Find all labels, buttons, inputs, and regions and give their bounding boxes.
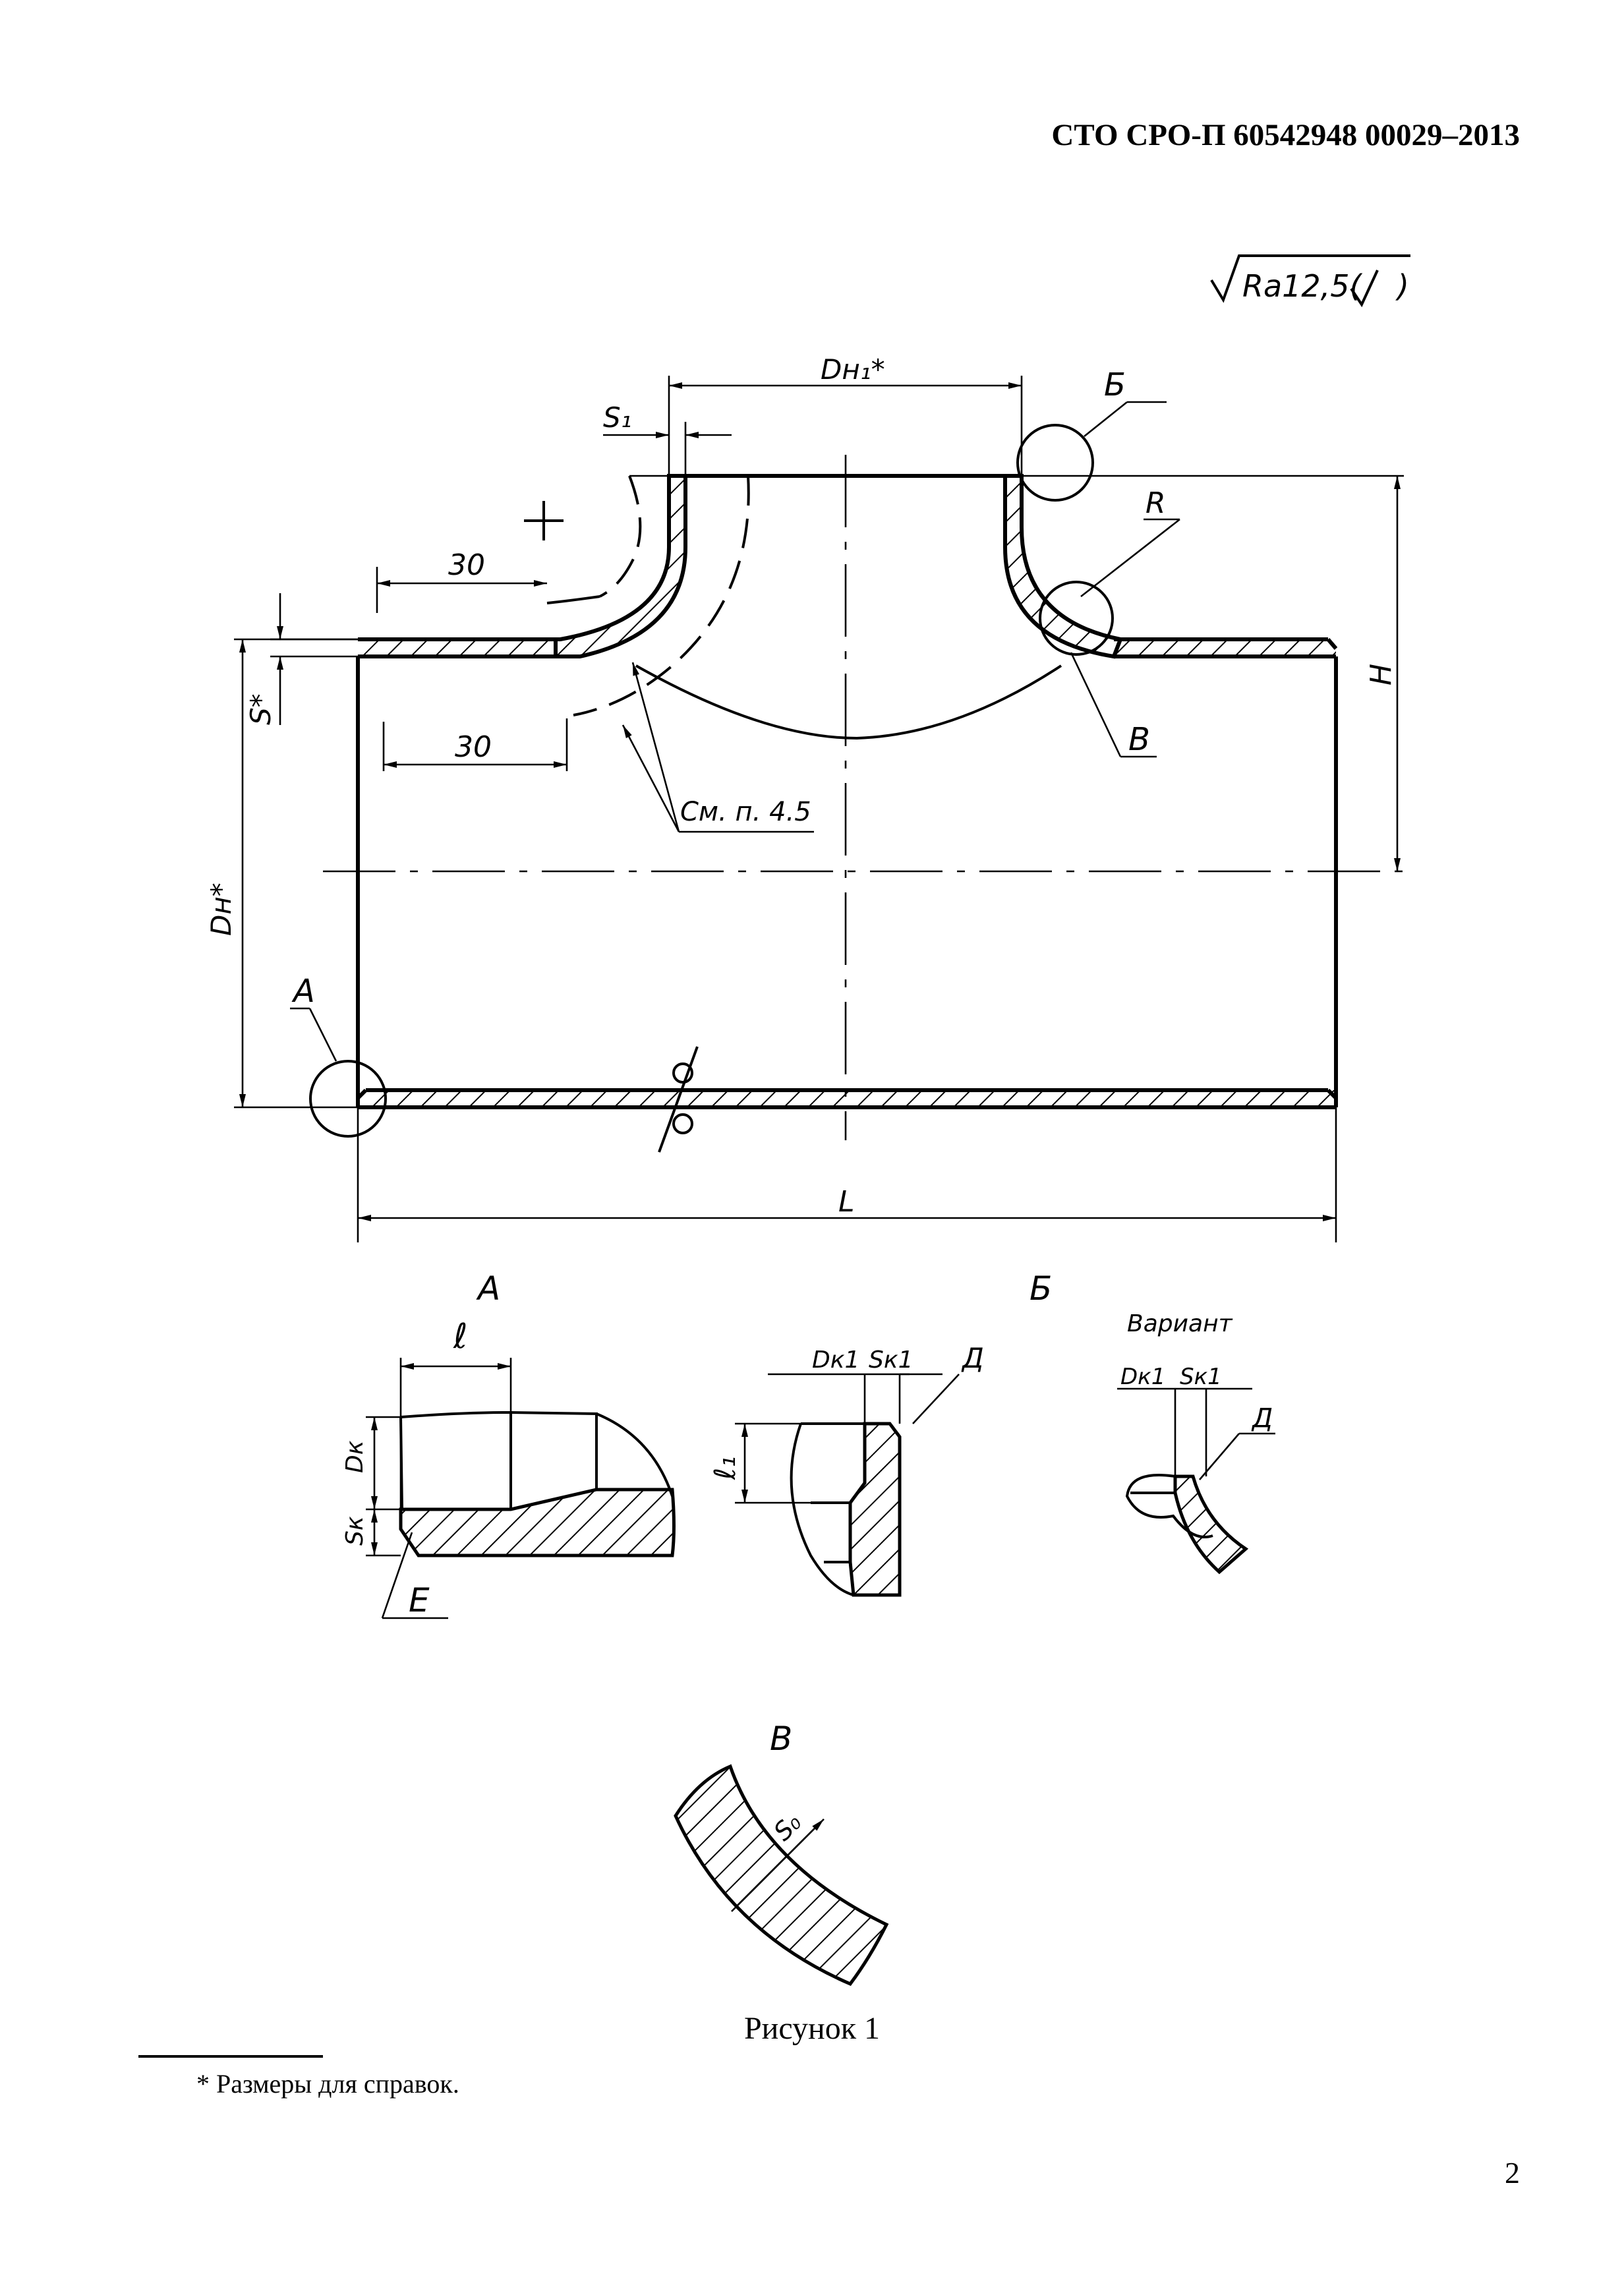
- label-r: R: [1146, 486, 1166, 520]
- dim-30-top: 30: [448, 548, 485, 582]
- document-header: СТО СРО-П 60542948 00029–2013: [1051, 118, 1520, 152]
- label-see-note: См. п. 4.5: [680, 797, 811, 827]
- detail-a: А ℓ Dк Sк Е: [341, 1269, 676, 1619]
- variant-title: Вариант: [1127, 1310, 1233, 1337]
- detail-v: В S₀: [674, 1720, 889, 1987]
- page-number: 2: [1505, 2156, 1520, 2190]
- detail-b-d: Д: [961, 1342, 984, 1374]
- detail-b-sk1: Sк1: [869, 1347, 914, 1374]
- detail-variant: Вариант Dк1 Sк1 Д: [1117, 1310, 1275, 1575]
- variant-dk1: Dк1: [1120, 1364, 1165, 1390]
- detail-b-dk1: Dк1: [812, 1347, 859, 1374]
- detail-a-sk: Sк: [341, 1516, 368, 1546]
- footnote-rule: [138, 2055, 323, 2058]
- label-view-b: Б: [1104, 366, 1126, 403]
- label-a-main: А: [291, 973, 315, 1010]
- figure-caption: Рисунок 1: [743, 2011, 881, 2046]
- detail-a-l: ℓ: [453, 1317, 467, 1356]
- detail-v-title: В: [770, 1720, 792, 1758]
- dim-30-bottom: 30: [455, 730, 492, 764]
- dim-dn1: Dн₁*: [821, 353, 885, 386]
- variant-d: Д: [1251, 1403, 1273, 1434]
- dim-l: L: [838, 1185, 855, 1219]
- detail-b-l1: ℓ₁: [709, 1456, 742, 1480]
- label-v-main: В: [1128, 721, 1150, 758]
- detail-a-e: Е: [409, 1581, 430, 1619]
- dim-dn: Dн*: [205, 883, 237, 936]
- footnote: * Размеры для справок.: [196, 2069, 459, 2099]
- roughness-text: Ra12,5(: [1242, 268, 1363, 304]
- detail-a-title: А: [476, 1269, 500, 1308]
- main-view: Dн₁* S₁ Б R В H 30 30 S*: [205, 353, 1414, 1242]
- roughness-close: ): [1395, 268, 1409, 304]
- roughness-symbol: Ra12,5( ): [1210, 254, 1410, 308]
- dim-s-star: S*: [245, 693, 277, 725]
- dim-s1: S₁: [603, 401, 632, 434]
- detail-b: Б Dк1 Sк1 Д ℓ₁: [709, 1269, 1052, 1597]
- dim-h: H: [1364, 664, 1398, 685]
- detail-a-dk: Dк: [341, 1440, 368, 1473]
- variant-sk1: Sк1: [1180, 1364, 1222, 1390]
- detail-b-title: Б: [1030, 1269, 1052, 1308]
